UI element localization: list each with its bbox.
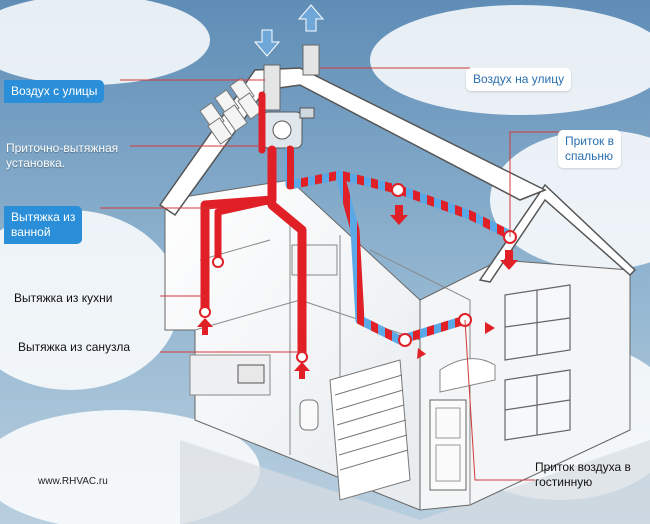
bedroom-supply-arrow [500, 250, 518, 270]
callout-lines [100, 67, 560, 481]
roof-tiles [199, 77, 263, 145]
toilet-exhaust-arrow [294, 362, 310, 379]
staircase [329, 359, 411, 501]
stair-supply-arrow [417, 348, 426, 359]
label-kitchen-exhaust: Вытяжка из кухни [14, 291, 113, 305]
sofa [439, 358, 496, 393]
air-arrows [197, 4, 518, 379]
label-living-supply: Приток воздуха в гостинную [535, 460, 631, 489]
label-ventilation-unit: Приточно-вытяжная установка. [6, 141, 119, 170]
label-outdoor-air: Воздух с улицы [4, 80, 105, 103]
exhaust-stack [302, 44, 320, 76]
windows [504, 284, 571, 441]
label-toilet-exhaust: Вытяжка из санузла [18, 340, 131, 354]
kitchen-exhaust-arrow [197, 318, 213, 335]
intake-arrow [253, 29, 281, 57]
label-bath-exhaust: Вытяжка из ванной [4, 206, 83, 244]
ground-shadow [180, 440, 650, 524]
living-supply-arrow [485, 322, 495, 334]
intake-stack [263, 64, 281, 111]
website-caption: www.RHVAC.ru [38, 476, 108, 487]
hall-supply-arrow [390, 205, 408, 225]
exhaust-arrow [297, 4, 325, 32]
label-air-out: Воздух на улицу [466, 68, 572, 91]
ducts [200, 91, 515, 360]
ventilation-unit [261, 107, 315, 149]
roof-right-gable [478, 183, 637, 283]
label-bedroom-supply: Приток в спальню [558, 130, 621, 168]
